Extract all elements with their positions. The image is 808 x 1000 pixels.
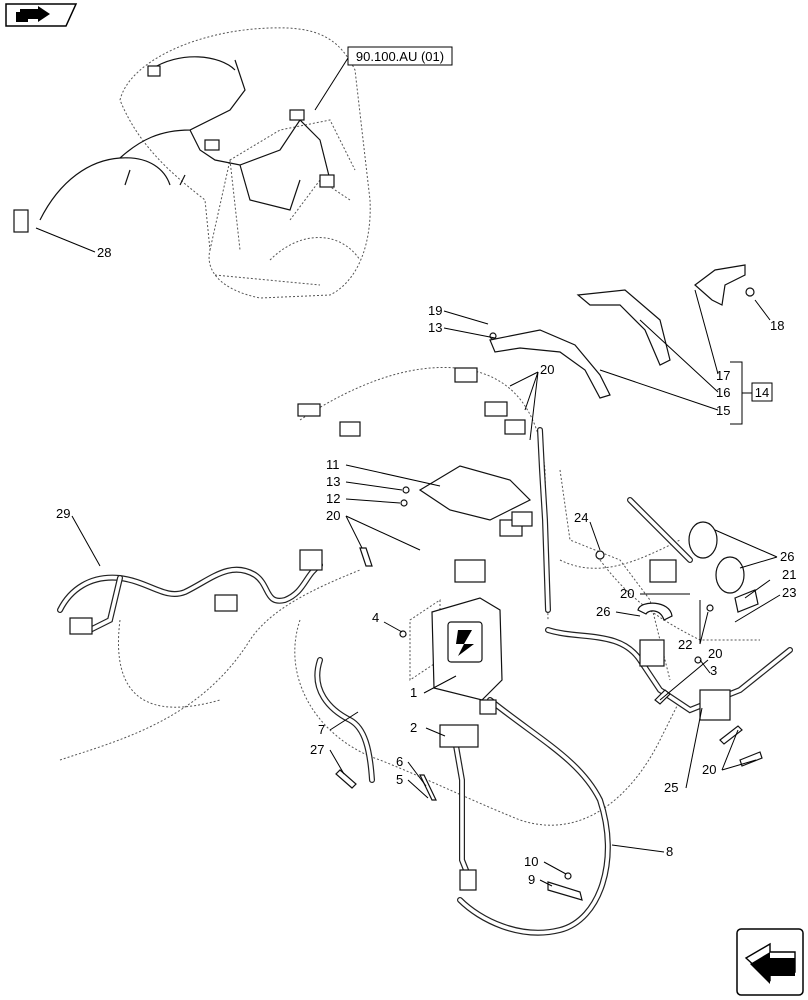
main-loom xyxy=(57,427,793,936)
upper-connectors xyxy=(297,367,533,527)
callout-21: 21 xyxy=(782,567,796,582)
callout-20b: 20 xyxy=(326,508,340,523)
callout-11: 11 xyxy=(326,457,340,472)
callout-28: 28 xyxy=(97,245,111,260)
callout-12: 12 xyxy=(326,491,340,506)
callout-20e: 20 xyxy=(702,762,716,777)
callout-10: 10 xyxy=(524,854,538,869)
callout-9: 9 xyxy=(528,872,535,887)
cover-plate xyxy=(418,465,532,521)
bracket-parts xyxy=(489,264,755,399)
callout-5: 5 xyxy=(396,772,403,787)
reference-box[interactable]: 90.100.AU (01) xyxy=(314,46,453,111)
callout-2: 2 xyxy=(410,720,417,735)
next-page-arrow-icon[interactable] xyxy=(736,928,804,996)
group-box-14[interactable]: 14 xyxy=(730,361,773,425)
callout-26a: 26 xyxy=(780,549,794,564)
group-box-label: 14 xyxy=(755,385,769,400)
callout-19: 19 xyxy=(428,303,442,318)
callout-labels: 28 19 13 20 18 17 16 15 11 13 12 20 29 2… xyxy=(35,227,796,887)
callout-17: 17 xyxy=(716,368,730,383)
callout-1: 1 xyxy=(410,685,417,700)
ecu-module xyxy=(409,597,503,701)
callout-25: 25 xyxy=(664,780,678,795)
callout-26b: 26 xyxy=(596,604,610,619)
cab-harness xyxy=(13,56,335,233)
callout-20d: 20 xyxy=(708,646,722,661)
callout-8: 8 xyxy=(666,844,673,859)
reference-box-label: 90.100.AU (01) xyxy=(356,49,444,64)
callout-24: 24 xyxy=(574,510,588,525)
callout-23: 23 xyxy=(782,585,796,600)
callout-13b: 13 xyxy=(326,474,340,489)
callout-29: 29 xyxy=(56,506,70,521)
callout-20c: 20 xyxy=(620,586,634,601)
callout-7: 7 xyxy=(318,722,325,737)
callout-20a: 20 xyxy=(540,362,554,377)
callout-18: 18 xyxy=(770,318,784,333)
callout-15: 15 xyxy=(716,403,730,418)
callout-6: 6 xyxy=(396,754,403,769)
callout-27: 27 xyxy=(310,742,324,757)
callout-4: 4 xyxy=(372,610,379,625)
main-harness-dotted xyxy=(59,367,760,826)
callout-13a: 13 xyxy=(428,320,442,335)
callout-3: 3 xyxy=(710,663,717,678)
callout-16: 16 xyxy=(716,385,730,400)
book-arrow-icon[interactable] xyxy=(5,3,78,27)
callout-22: 22 xyxy=(678,637,692,652)
cab-outline xyxy=(119,27,371,299)
small-parts xyxy=(335,486,763,901)
